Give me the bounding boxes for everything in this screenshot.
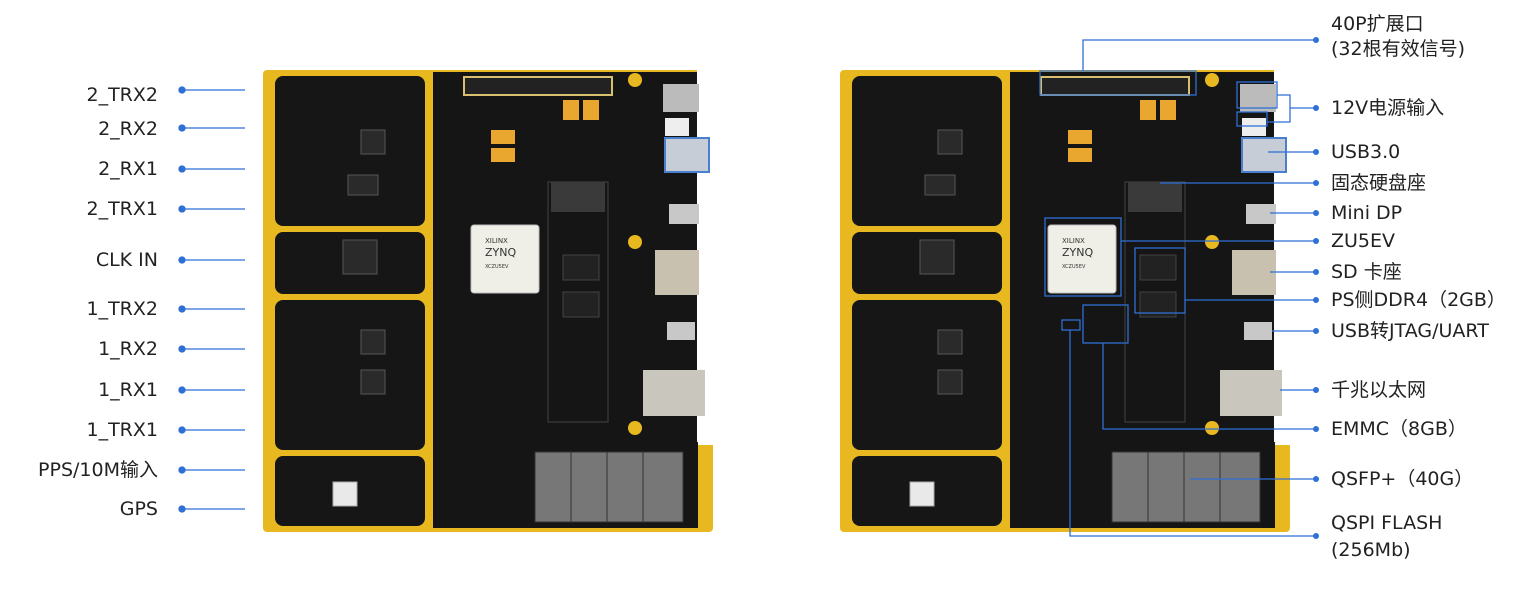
label-qspi: QSPI FLASH bbox=[1331, 512, 1443, 534]
chip-family: ZYNQ bbox=[485, 246, 516, 259]
label-1-rx2: 1_RX2 bbox=[98, 338, 158, 360]
label-emmc: EMMC（8GB） bbox=[1331, 418, 1467, 440]
label-usb3: USB3.0 bbox=[1331, 141, 1401, 163]
label-pps-10m: PPS/10M输入 bbox=[38, 459, 158, 481]
label-gps: GPS bbox=[119, 498, 158, 520]
label-sd: SD 卡座 bbox=[1331, 261, 1402, 283]
chip-family: ZYNQ bbox=[1062, 246, 1093, 259]
left-leaders bbox=[178, 86, 245, 513]
label-qspi-sub: (256Mb) bbox=[1331, 539, 1411, 561]
label-qsfp: QSFP+（40G） bbox=[1331, 468, 1474, 490]
label-2-trx2: 2_TRX2 bbox=[86, 84, 158, 106]
label-minidp: Mini DP bbox=[1331, 202, 1403, 224]
label-power: 12V电源输入 bbox=[1331, 97, 1445, 119]
fpga-chip-marking-left: XILINX ZYNQ XCZU5EV bbox=[485, 237, 516, 270]
label-2-rx2: 2_RX2 bbox=[98, 118, 158, 140]
label-1-trx2: 1_TRX2 bbox=[86, 298, 158, 320]
chip-brand: XILINX bbox=[1062, 237, 1085, 245]
chip-part: XCZU5EV bbox=[1062, 264, 1086, 270]
label-1-rx1: 1_RX1 bbox=[98, 379, 158, 401]
pcb-board-left bbox=[263, 70, 713, 532]
label-ddr4: PS侧DDR4（2GB） bbox=[1331, 289, 1506, 311]
label-40p-header-sub: (32根有效信号) bbox=[1331, 38, 1466, 60]
right-leader-dots bbox=[1313, 37, 1319, 539]
fpga-chip-marking-right: XILINX ZYNQ XCZU5EV bbox=[1062, 237, 1093, 270]
label-ethernet: 千兆以太网 bbox=[1331, 379, 1427, 401]
label-2-trx1: 2_TRX1 bbox=[86, 198, 158, 220]
label-40p-header: 40P扩展口 bbox=[1331, 13, 1424, 35]
pcb-board-right bbox=[840, 70, 1290, 532]
label-fpga: ZU5EV bbox=[1331, 230, 1396, 252]
chip-brand: XILINX bbox=[485, 237, 508, 245]
label-jtag: USB转JTAG/UART bbox=[1331, 320, 1489, 342]
right-leaders bbox=[1039, 39, 1316, 537]
label-clk-in: CLK IN bbox=[95, 249, 158, 271]
label-1-trx1: 1_TRX1 bbox=[86, 419, 158, 441]
chip-part: XCZU5EV bbox=[485, 264, 509, 270]
label-ssd: 固态硬盘座 bbox=[1331, 172, 1427, 194]
label-2-rx1: 2_RX1 bbox=[98, 158, 158, 180]
